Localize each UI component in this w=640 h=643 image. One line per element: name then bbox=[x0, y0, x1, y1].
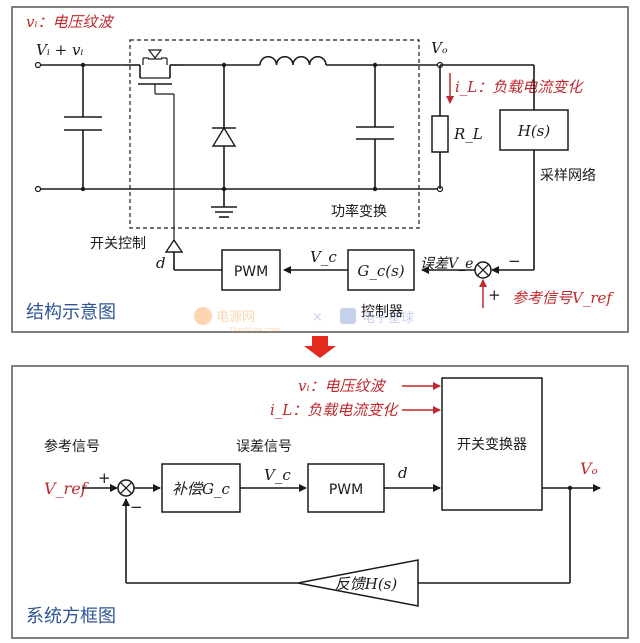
summing-plus-sign: + bbox=[98, 469, 111, 487]
sampling-network-label: 采样网络 bbox=[540, 168, 596, 184]
pwm-block-top-label: PWM bbox=[234, 264, 268, 280]
bottom-rail bbox=[34, 185, 444, 193]
input-voltage-label: Vᵢ + vᵢ bbox=[36, 41, 83, 59]
top-panel-frame bbox=[11, 6, 629, 333]
structure-diagram-title: 结构示意图 bbox=[26, 302, 116, 323]
duty-cycle-label-top: d bbox=[156, 254, 166, 272]
gate-driver-symbol bbox=[164, 238, 184, 253]
block-diagram-title: 系统方框图 bbox=[26, 606, 116, 627]
summing-junction-top bbox=[474, 261, 492, 279]
sensor-block-label: H(s) bbox=[517, 122, 551, 140]
watermark-partner-name: 电子星球 bbox=[362, 311, 414, 326]
pwm-block-bottom-label: PWM bbox=[329, 482, 363, 498]
load-current-label: i_L：负载电流变化 bbox=[455, 78, 584, 96]
ripple-label-bottom: vᵢ：电压纹波 bbox=[298, 377, 386, 395]
mosfet-switch bbox=[126, 49, 184, 240]
output-label-bottom: Vₒ bbox=[580, 459, 598, 478]
controller-block-label: G_c(s) bbox=[357, 262, 404, 280]
watermark: 电源网 DianYuan.com × 电子星球 bbox=[194, 307, 414, 334]
controller-block bbox=[347, 249, 415, 291]
pwm-block-bottom bbox=[307, 463, 385, 513]
transition-arrow-icon bbox=[304, 336, 336, 358]
pwm-block-top bbox=[221, 249, 281, 291]
reference-plus-sign: + bbox=[488, 286, 501, 304]
compensator-block bbox=[161, 463, 241, 513]
compensator-block-label: 补偿G_c bbox=[172, 480, 230, 498]
reference-signal-text: 参考信号 bbox=[44, 438, 100, 455]
top-rail bbox=[34, 61, 444, 69]
watermark-partner: × bbox=[312, 310, 323, 325]
watermark-brand-url: DianYuan.com bbox=[230, 326, 280, 334]
control-voltage-label: V_c bbox=[310, 248, 337, 266]
duty-cycle-label-bottom: d bbox=[398, 464, 408, 482]
watermark-logo-icon bbox=[194, 307, 212, 325]
ripple-label: vᵢ：电压纹波 bbox=[26, 13, 114, 31]
controller-label: 控制器 bbox=[361, 304, 403, 320]
watermark-partner-icon bbox=[340, 308, 356, 324]
reference-signal-label: 参考信号V_ref bbox=[512, 289, 614, 307]
freewheel-diode bbox=[211, 62, 237, 218]
input-capacitor bbox=[64, 62, 102, 192]
feedback-block bbox=[297, 559, 419, 607]
reference-input-label: V_ref bbox=[44, 479, 90, 498]
summing-minus-sign: − bbox=[130, 498, 143, 516]
output-voltage-label: Vₒ bbox=[431, 39, 448, 57]
inductor bbox=[259, 56, 327, 66]
output-capacitor bbox=[356, 62, 394, 192]
feedback-block-label: 反馈H(s) bbox=[335, 575, 398, 593]
control-voltage-label-bottom: V_c bbox=[264, 466, 291, 484]
switch-control-label: 开关控制 bbox=[90, 236, 146, 252]
power-stage-label: 功率变换 bbox=[331, 203, 387, 220]
converter-block bbox=[441, 377, 543, 511]
summing-junction-bottom bbox=[117, 479, 135, 497]
load-resistor-label: R_L bbox=[453, 125, 483, 143]
load-resistor bbox=[431, 65, 449, 189]
watermark-brand: 电源网 bbox=[216, 310, 255, 325]
load-current-label-bottom: i_L：负载电流变化 bbox=[270, 401, 399, 419]
error-label: 误差V_e bbox=[420, 256, 473, 272]
converter-block-label: 开关变换器 bbox=[457, 436, 527, 453]
error-signal-text: 误差信号 bbox=[236, 439, 292, 455]
feedback-minus-sign: − bbox=[508, 252, 521, 270]
bottom-panel-frame bbox=[11, 365, 629, 639]
sensor-block bbox=[499, 109, 569, 151]
